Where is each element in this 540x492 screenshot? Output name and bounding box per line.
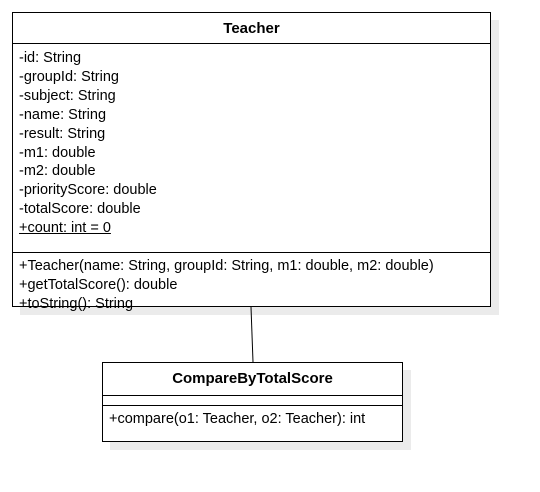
attribute-name: -name: String <box>19 106 107 123</box>
operation-constructor: +Teacher(name: String, groupId: String, … <box>19 258 434 274</box>
attribute-group-id: -groupId: String <box>19 68 119 85</box>
operation-compare: +compare(o1: Teacher, o2: Teacher): int <box>109 411 366 427</box>
attribute-result: -result: String <box>19 125 106 142</box>
teacher-class-name: Teacher <box>13 13 490 44</box>
compare-attributes <box>103 396 402 406</box>
operation-get-total-score: +getTotalScore(): double <box>19 276 178 293</box>
teacher-operations: +Teacher(name: String, groupId: String, … <box>13 253 490 314</box>
attribute-m2: -m2: double <box>19 163 96 180</box>
attribute-subject: -subject: String <box>19 87 116 104</box>
attribute-id: -id: String <box>19 50 82 66</box>
attribute-count-static: +count: int = 0 <box>19 220 111 237</box>
compare-by-total-score-class[interactable]: CompareByTotalScore +compare(o1: Teacher… <box>102 362 403 442</box>
attribute-priority-score: -priorityScore: double <box>19 182 157 199</box>
teacher-attributes: -id: String -groupId: String -subject: S… <box>13 44 490 253</box>
compare-class-name: CompareByTotalScore <box>103 363 402 396</box>
teacher-class[interactable]: Teacher -id: String -groupId: String -su… <box>12 12 491 312</box>
operation-to-string: +toString(): String <box>19 295 134 312</box>
attribute-m1: -m1: double <box>19 144 96 161</box>
attribute-total-score: -totalScore: double <box>19 201 141 218</box>
compare-operations: +compare(o1: Teacher, o2: Teacher): int <box>103 406 402 429</box>
